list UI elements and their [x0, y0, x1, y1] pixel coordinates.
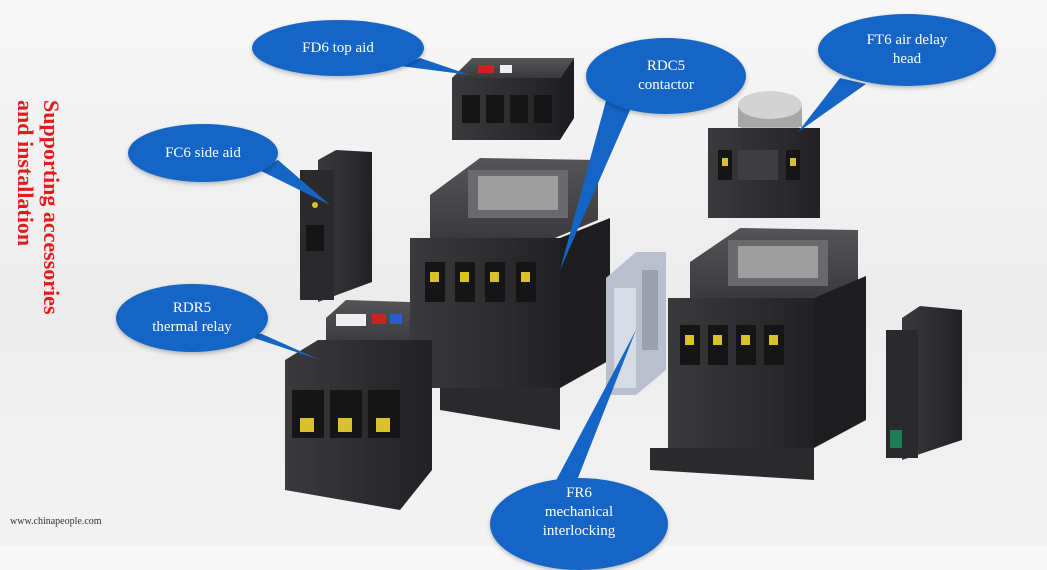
rdc5-callout-line-1: RDC5: [646, 58, 686, 74]
ft6-callout-line-2: head: [892, 51, 922, 67]
fd6-callout-text: FD6 top aid: [302, 39, 374, 56]
rdc5-contactor-block: [410, 158, 610, 430]
rdc5-callout-line-2: contactor: [638, 77, 694, 93]
rdr5-thermal-relay-callout: RDR5 thermal relay: [116, 284, 268, 352]
rdr5-callout-line-1: RDR5: [172, 300, 212, 316]
fd6-pointer: [400, 58, 470, 75]
fr6-callout-line-1: FR6: [566, 485, 592, 501]
fr6-interlocking-callout: FR6 mechanical interlocking: [490, 478, 668, 570]
rdc5-pointer: [560, 86, 638, 270]
ft6-air-delay-head-callout: FT6 air delay head: [818, 14, 996, 86]
watermark: www.chinapeople.com: [10, 516, 102, 527]
vertical-title: Supporting accessories and installation: [8, 100, 64, 400]
fc6-side-aid-block: [300, 150, 372, 302]
fc6-callout-text: FC6 side aid: [165, 144, 241, 161]
fr6-callout-line-2: mechanical: [544, 504, 614, 520]
rdc5-contactor-callout: RDC5 contactor: [586, 38, 746, 114]
fc6-pointer: [255, 160, 330, 205]
product-illustration: [230, 58, 962, 510]
title-line-2: and installation: [13, 100, 38, 247]
title-line-1: Supporting accessories: [39, 100, 64, 315]
fc6-side-aid-callout: FC6 side aid: [128, 124, 278, 182]
ft6-air-delay-block: [708, 91, 820, 218]
right-side-aid-block: [886, 306, 962, 460]
rdr5-thermal-relay-block: [285, 300, 432, 510]
fd6-top-aid-callout: FD6 top aid: [252, 20, 424, 76]
second-contactor-block: [650, 228, 866, 480]
fr6-callout-line-3: interlocking: [542, 523, 616, 539]
ft6-pointer: [798, 78, 866, 132]
rdr5-callout-line-2: thermal relay: [152, 319, 232, 335]
ft6-callout-line-1: FT6 air delay: [866, 32, 948, 48]
fr6-pointer: [552, 330, 636, 488]
fd6-top-aid-block: [452, 58, 574, 140]
